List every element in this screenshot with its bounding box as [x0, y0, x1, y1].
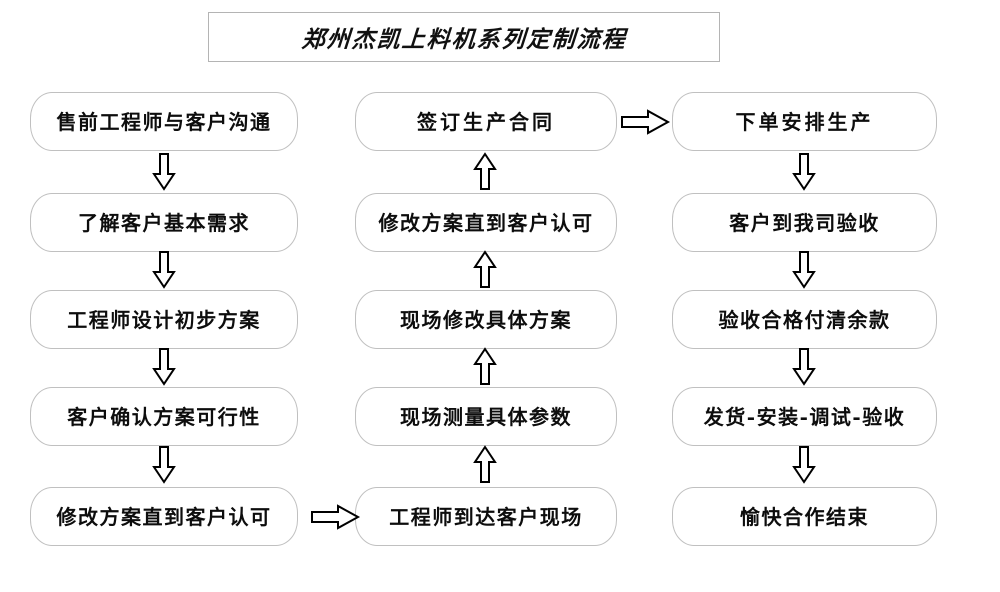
arrow-right-icon — [310, 503, 362, 531]
node-label: 验收合格付清余款 — [718, 307, 891, 332]
node-label: 现场测量具体参数 — [400, 404, 572, 429]
node-label: 愉快合作结束 — [740, 504, 869, 529]
node-label: 发货-安装-调试-验收 — [703, 404, 906, 429]
arrow-up-icon — [472, 445, 498, 485]
node-sign-production-contract[interactable]: 签订生产合同 — [355, 92, 617, 151]
diagram-title-box: 郑州杰凯上料机系列定制流程 — [208, 12, 720, 62]
node-label: 下单安排生产 — [735, 109, 874, 134]
arrow-down-icon — [791, 445, 817, 485]
arrow-down-icon — [151, 347, 177, 387]
arrow-up-icon — [472, 152, 498, 192]
arrow-down-icon — [151, 250, 177, 290]
node-label: 客户到我司验收 — [729, 210, 880, 235]
node-understand-requirements[interactable]: 了解客户基本需求 — [30, 193, 298, 252]
node-engineer-arrive-onsite[interactable]: 工程师到达客户现场 — [355, 487, 617, 546]
node-label: 签订生产合同 — [417, 109, 555, 134]
node-customer-inspection-at-factory[interactable]: 客户到我司验收 — [672, 193, 937, 252]
arrow-up-icon — [472, 347, 498, 387]
node-place-order-schedule-production[interactable]: 下单安排生产 — [672, 92, 937, 151]
arrow-down-icon — [151, 445, 177, 485]
node-pay-balance-after-acceptance[interactable]: 验收合格付清余款 — [672, 290, 937, 349]
node-sales-engineer-communication[interactable]: 售前工程师与客户沟通 — [30, 92, 298, 151]
node-label: 现场修改具体方案 — [400, 307, 572, 332]
node-engineer-initial-design[interactable]: 工程师设计初步方案 — [30, 290, 298, 349]
node-cooperation-complete[interactable]: 愉快合作结束 — [672, 487, 937, 546]
node-label: 了解客户基本需求 — [78, 210, 250, 235]
diagram-title: 郑州杰凯上料机系列定制流程 — [300, 26, 628, 53]
arrow-up-icon — [472, 250, 498, 290]
arrow-down-icon — [791, 347, 817, 387]
arrow-down-icon — [151, 152, 177, 192]
node-ship-install-debug-accept[interactable]: 发货-安装-调试-验收 — [672, 387, 937, 446]
node-revise-until-approved-1[interactable]: 修改方案直到客户认可 — [30, 487, 298, 546]
arrow-down-icon — [791, 152, 817, 192]
arrow-down-icon — [791, 250, 817, 290]
arrow-right-icon — [620, 108, 672, 136]
node-label: 修改方案直到客户认可 — [378, 210, 594, 235]
node-revise-until-approved-2[interactable]: 修改方案直到客户认可 — [355, 193, 617, 252]
node-onsite-revise-plan[interactable]: 现场修改具体方案 — [355, 290, 617, 349]
node-onsite-measure-parameters[interactable]: 现场测量具体参数 — [355, 387, 617, 446]
node-label: 客户确认方案可行性 — [67, 404, 261, 429]
node-label: 工程师设计初步方案 — [67, 307, 261, 332]
node-label: 售前工程师与客户沟通 — [56, 109, 272, 134]
node-customer-confirm-feasibility[interactable]: 客户确认方案可行性 — [30, 387, 298, 446]
node-label: 修改方案直到客户认可 — [56, 504, 272, 529]
node-label: 工程师到达客户现场 — [389, 504, 583, 529]
